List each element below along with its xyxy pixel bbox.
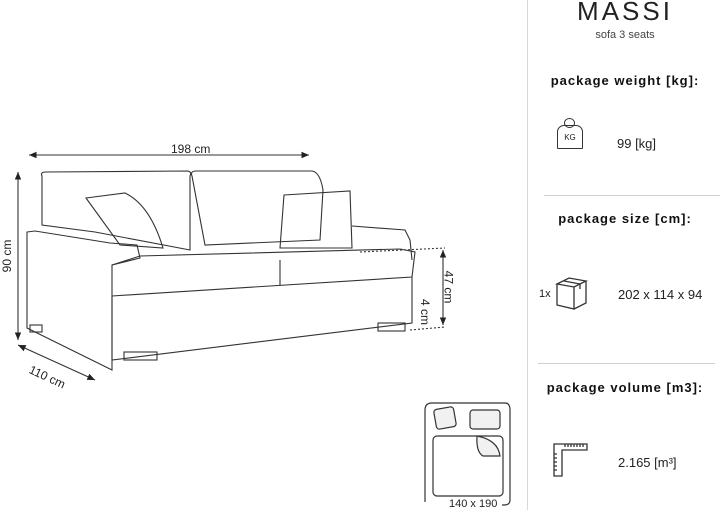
package-volume-value: 2.165 [m³] bbox=[618, 455, 677, 470]
package-volume-heading: package volume [m3]: bbox=[546, 380, 704, 395]
product-subtitle: sofa 3 seats bbox=[595, 29, 655, 41]
product-name: MASSI bbox=[577, 0, 673, 26]
width-label: 198 cm bbox=[171, 142, 211, 156]
weight-kg-icon: KG bbox=[557, 118, 583, 150]
section-divider bbox=[538, 363, 715, 364]
package-count: 1x bbox=[539, 288, 551, 300]
column-divider bbox=[527, 0, 528, 510]
bed-size-label: 140 x 190 bbox=[447, 498, 500, 510]
package-size-value: 202 x 114 x 94 bbox=[618, 287, 703, 302]
ruler-square-icon bbox=[553, 443, 588, 477]
height-label: 90 cm bbox=[0, 239, 14, 273]
section-divider bbox=[544, 195, 720, 196]
seat-height-label: 47 cm bbox=[441, 270, 456, 304]
package-weight-heading: package weight [kg]: bbox=[550, 73, 700, 88]
box-icon bbox=[554, 277, 589, 310]
depth-dimension-line bbox=[17, 344, 96, 381]
package-size-heading: package size [cm]: bbox=[558, 211, 692, 226]
package-weight-value: 99 [kg] bbox=[617, 136, 657, 151]
bed-icon bbox=[424, 402, 511, 506]
leg-height-label: 4 cm bbox=[418, 298, 433, 326]
